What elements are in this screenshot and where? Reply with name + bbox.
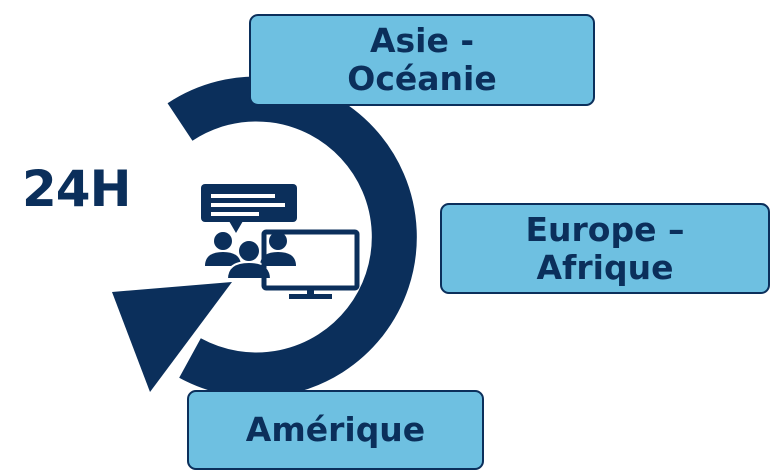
cycle-arrowhead [112,282,232,392]
hours-label: 24H [22,160,131,218]
monitor-icon [261,229,360,299]
region-label-line: Amérique [245,410,426,449]
region-label-line: Océanie [347,59,497,98]
chat-bubble-icon [201,184,297,233]
region-label-line: Afrique [536,247,674,287]
region-label-line: Asie - [369,21,475,60]
cycle-ring [167,76,417,398]
people-icon [205,232,296,280]
region-box-asie-oceanie: Asie - Océanie [249,14,595,106]
region-box-europe-afrique: Europe – Afrique [440,203,770,294]
region-box-amerique: Amérique [187,390,484,470]
region-label-line: Europe – [525,209,685,249]
meeting-icon [201,184,360,299]
